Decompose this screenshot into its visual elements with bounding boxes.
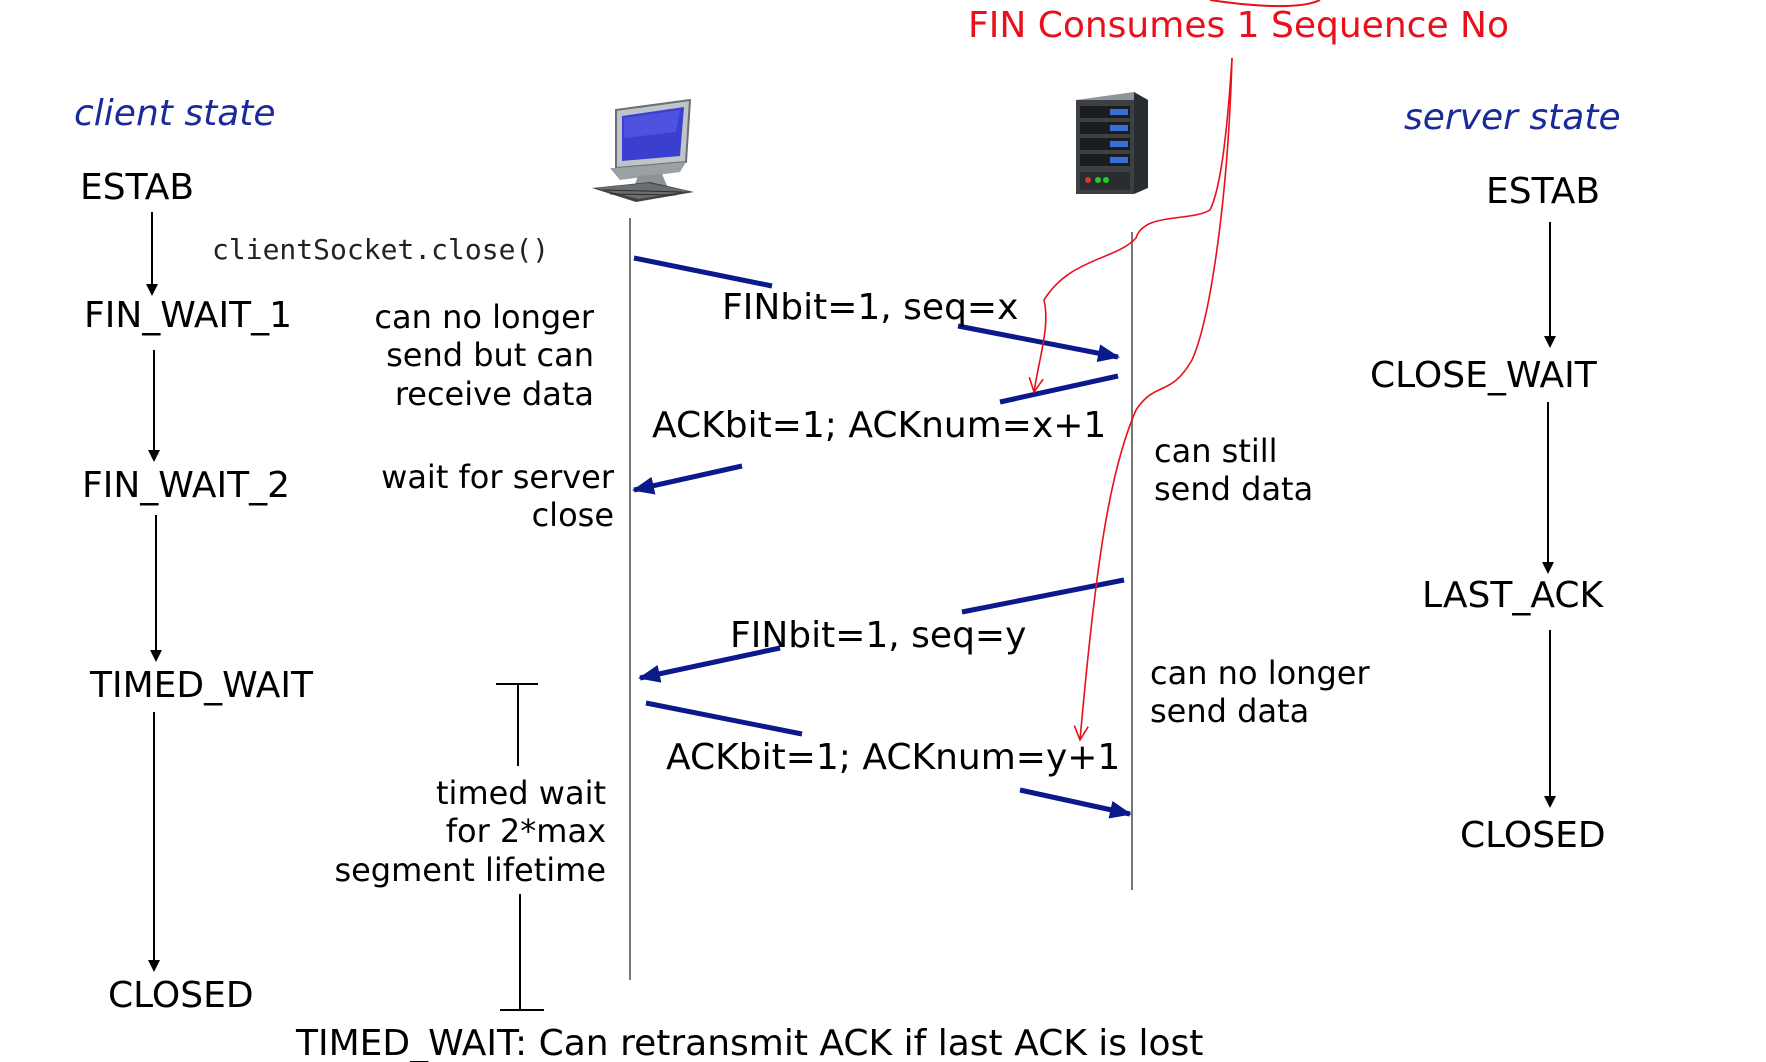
server-state-last-ack: LAST_ACK bbox=[1422, 575, 1604, 616]
client-note-timed-wait: timed wait for 2*max segment lifetime bbox=[334, 774, 606, 889]
fin-server-arrow-b bbox=[638, 645, 781, 683]
annotation-curl bbox=[1209, 0, 1321, 8]
msg-ack-server: ACKbit=1; ACKnum=x+1 bbox=[652, 405, 1107, 446]
server-state-estab: ESTAB bbox=[1486, 171, 1601, 212]
annotation-pointer-1 bbox=[1034, 57, 1233, 392]
desktop-computer-icon bbox=[592, 98, 694, 202]
server-note-last-ack-line-1: can no longer bbox=[1150, 654, 1370, 692]
client-socket-close-call: clientSocket.close() bbox=[212, 233, 550, 266]
msg-fin-server: FINbit=1, seq=y bbox=[730, 615, 1027, 656]
ack-server-arrow-a bbox=[999, 373, 1119, 405]
server-note-last-ack: can no longer send data bbox=[1150, 654, 1370, 731]
client-note-fin-wait-1: can no longer send but can receive data bbox=[374, 298, 594, 413]
fin-client-arrow-a bbox=[633, 255, 773, 289]
client-note-timed-wait-line-2: for 2*max bbox=[445, 812, 606, 851]
ack-client-arrow-a bbox=[645, 700, 803, 737]
client-state-estab: ESTAB bbox=[80, 167, 195, 208]
fin-server-arrow-a bbox=[961, 577, 1125, 615]
client-note-fin-wait-2-line-2: close bbox=[531, 496, 614, 535]
server-note-close-wait-line-1: can still bbox=[1154, 432, 1278, 470]
client-state-timed-wait: TIMED_WAIT bbox=[90, 665, 313, 706]
client-note-fin-wait-1-line-3: receive data bbox=[394, 374, 594, 413]
annotation-pointer-2 bbox=[1080, 57, 1233, 740]
client-note-fin-wait-2: wait for server close bbox=[381, 458, 614, 535]
server-tower-icon bbox=[1076, 92, 1148, 194]
client-note-timed-wait-line-3: segment lifetime bbox=[334, 850, 606, 889]
server-state-header: server state bbox=[1404, 97, 1621, 138]
msg-fin-client: FINbit=1, seq=x bbox=[722, 287, 1019, 328]
ack-server-arrow-b bbox=[632, 463, 743, 495]
server-note-close-wait: can still send data bbox=[1154, 432, 1313, 509]
msg-ack-client: ACKbit=1; ACKnum=y+1 bbox=[666, 737, 1121, 778]
server-state-close-wait: CLOSE_WAIT bbox=[1370, 355, 1597, 396]
footer-note: TIMED_WAIT: Can retransmit ACK if last A… bbox=[296, 1023, 1204, 1062]
client-state-fin-wait-1: FIN_WAIT_1 bbox=[84, 295, 293, 336]
client-note-fin-wait-2-line-1: wait for server bbox=[381, 458, 614, 496]
client-state-fin-wait-2: FIN_WAIT_2 bbox=[82, 465, 291, 506]
client-note-fin-wait-1-line-1: can no longer bbox=[374, 298, 594, 336]
client-state-closed: CLOSED bbox=[108, 975, 254, 1016]
server-note-last-ack-line-2: send data bbox=[1150, 692, 1310, 731]
server-note-close-wait-line-2: send data bbox=[1154, 470, 1314, 509]
annotation-fin-consumes: FIN Consumes 1 Sequence No bbox=[968, 5, 1509, 46]
client-state-header: client state bbox=[74, 93, 276, 134]
client-note-fin-wait-1-line-2: send but can bbox=[386, 336, 594, 375]
fin-client-arrow-b bbox=[957, 323, 1120, 363]
client-note-timed-wait-line-1: timed wait bbox=[436, 774, 606, 812]
server-state-closed: CLOSED bbox=[1460, 815, 1606, 856]
ack-client-arrow-b bbox=[1019, 787, 1132, 819]
